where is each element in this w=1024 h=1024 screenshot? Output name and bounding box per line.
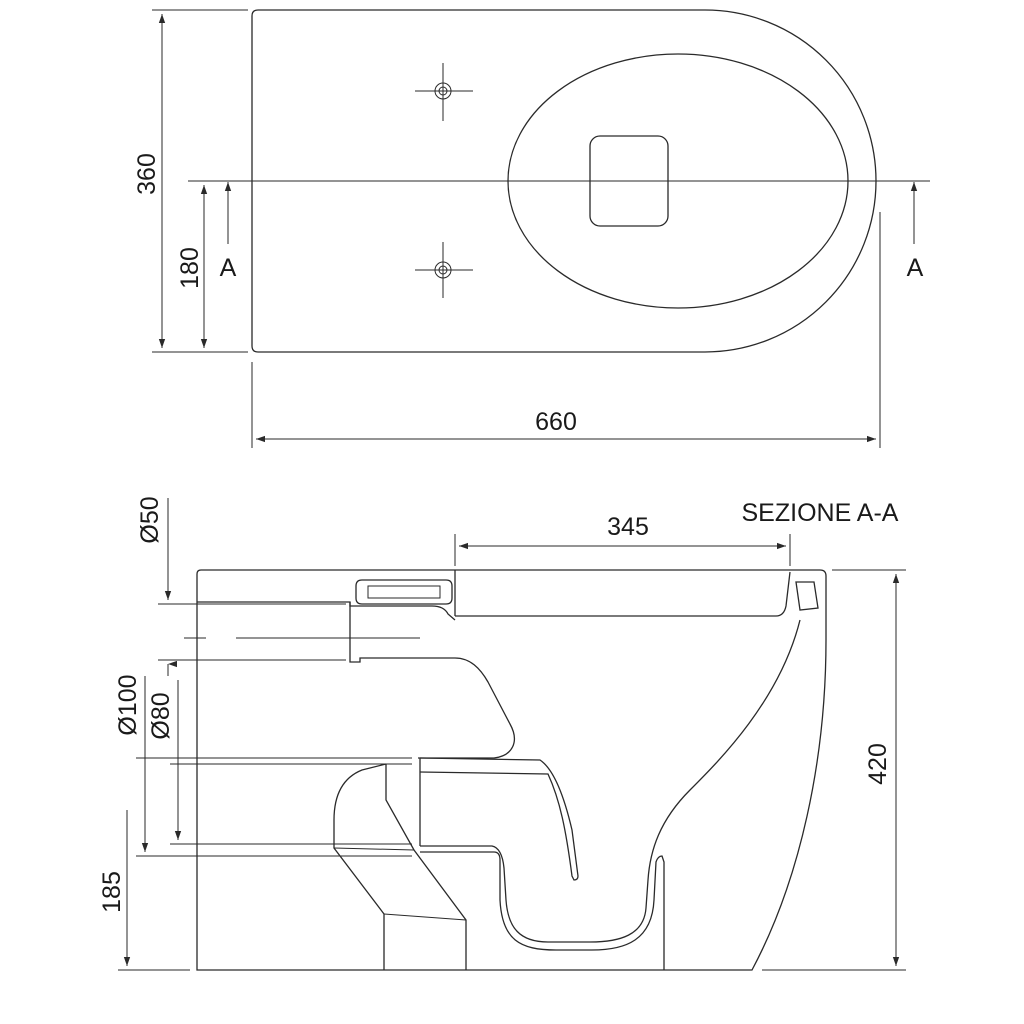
rim-slot <box>795 581 819 611</box>
section-marker-right: A <box>907 254 924 282</box>
bowl-interior <box>420 619 801 943</box>
top-view: A A 360 180 660 <box>133 9 930 448</box>
dim-label-d50: Ø50 <box>136 496 164 543</box>
fixing-hole-top <box>415 63 473 121</box>
section-marker-left: A <box>220 254 237 282</box>
dim-label-660: 660 <box>535 408 577 436</box>
section-view: SEZIONE A-A 345 420 <box>98 496 906 971</box>
flush-channel-box <box>355 579 453 605</box>
dim-label-d100: Ø100 <box>114 674 142 735</box>
dim-label-360: 360 <box>133 153 161 195</box>
flush-channel-inner <box>367 585 441 599</box>
inlet-pipe-bottom <box>349 602 456 621</box>
trap-wall <box>419 757 579 881</box>
rim-underside <box>455 571 791 617</box>
dim-label-345: 345 <box>607 513 649 541</box>
body-outline <box>196 569 827 971</box>
dim-label-d80: Ø80 <box>147 692 175 739</box>
inlet-pipe <box>197 601 515 759</box>
trap-inner <box>420 851 665 970</box>
dim-label-420: 420 <box>864 743 892 785</box>
fixing-hole-bottom <box>415 242 473 298</box>
dim-label-180: 180 <box>176 247 204 289</box>
outlet-elbow-band <box>333 847 467 921</box>
outlet-elbow-inner <box>385 764 467 970</box>
bowl-outline <box>251 9 877 353</box>
outlet-elbow <box>333 763 387 970</box>
section-title: SEZIONE A-A <box>742 499 899 527</box>
dim-label-185: 185 <box>98 871 126 913</box>
